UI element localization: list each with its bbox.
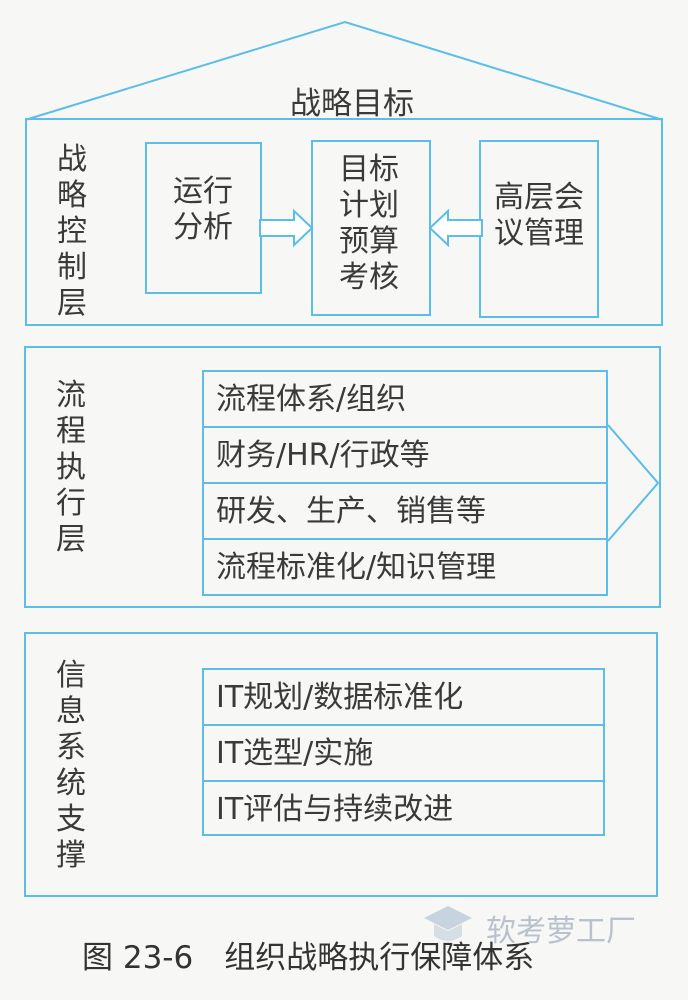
it-row: IT评估与持续改进 [216, 792, 454, 827]
process-row: 流程标准化/知识管理 [216, 550, 497, 585]
process-execution-layer: 流程执行层 [24, 346, 661, 608]
executive-meeting-text: 高层会议管理 [494, 180, 584, 251]
roof-title: 战略目标 [290, 86, 414, 122]
operation-analysis-text: 运行分析 [173, 174, 233, 245]
watermark-text: 软考萝工厂 [486, 914, 636, 949]
target-plan-budget-text: 目标计划预算考核 [339, 152, 399, 295]
process-row: 流程体系/组织 [204, 372, 606, 428]
arrow-right-icon [259, 208, 314, 248]
operation-analysis-box: 运行分析 [145, 142, 262, 294]
executive-meeting-box: 高层会议管理 [479, 140, 599, 318]
it-row: IT规划/数据标准化 [204, 670, 603, 726]
graduation-cap-icon [424, 906, 472, 941]
figure-caption: 图 23-6 组织战略执行保障体系 [82, 940, 535, 976]
it-support-label: 信息系统支撑 [56, 658, 86, 873]
roof-outline [24, 20, 664, 121]
strategy-control-layer: 战略控制层 运行分析 目标计划预算考核 高层会议管理 [25, 118, 663, 326]
it-rows-box: IT规划/数据标准化 IT选型/实施 IT评估与持续改进 [202, 668, 605, 836]
process-execution-label: 流程执行层 [56, 378, 86, 557]
process-row: 研发、生产、销售等 [204, 484, 606, 540]
it-row: IT选型/实施 [204, 726, 603, 782]
process-row: 财务/HR/行政等 [204, 428, 606, 484]
process-arrow-icon [607, 424, 660, 542]
it-support-layer: 信息系统支撑 [24, 632, 658, 897]
target-plan-budget-box: 目标计划预算考核 [311, 140, 431, 316]
strategy-control-label: 战略控制层 [57, 142, 87, 321]
process-rows-box: 流程体系/组织 财务/HR/行政等 研发、生产、销售等 流程标准化/知识管理 [202, 370, 608, 596]
arrow-left-icon [428, 208, 483, 248]
